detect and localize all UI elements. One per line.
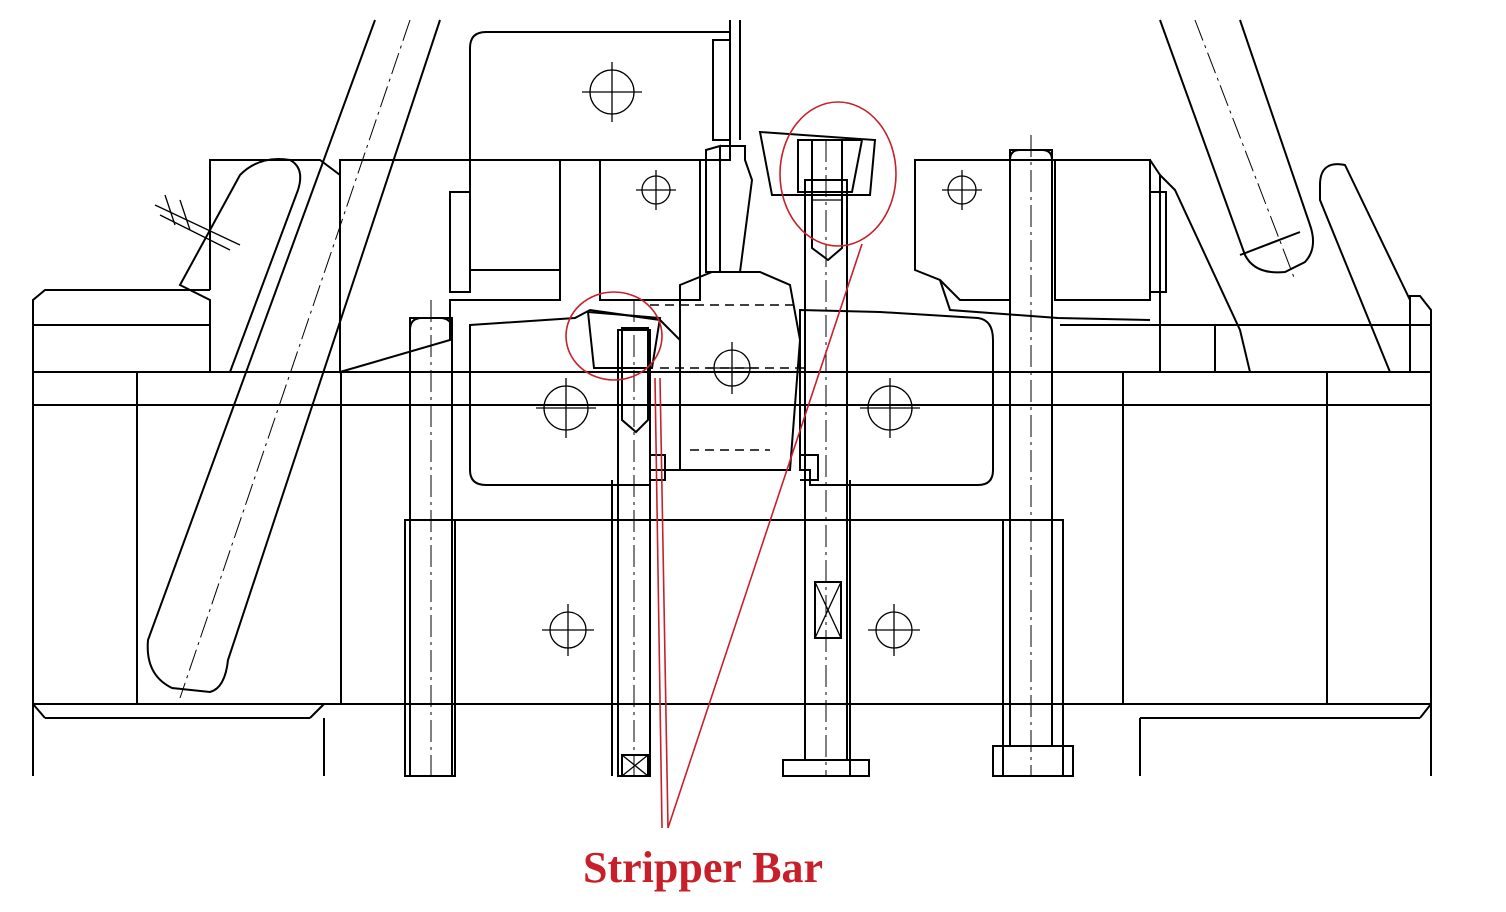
crosshair-4 [536,378,596,438]
callout-label: Stripper Bar [583,843,823,892]
crosshair-marks [536,62,982,656]
left-wedge [154,158,302,373]
crosshair-5 [706,342,758,394]
ejector-pin-left [409,300,453,777]
crosshair-6 [860,378,920,438]
callout-circle-upper [779,101,897,247]
callout-circle-lower [565,291,663,381]
callout-leader-upper [667,243,863,829]
upper-core-block [339,20,754,374]
lower-plates [32,371,1432,777]
stripper-bar-rod-right [782,140,870,777]
stripper-bar-rod-left [617,300,651,777]
left-angled-lifter [146,19,441,699]
crosshair-2 [636,170,676,210]
callout-leader-lower-a [654,377,663,829]
stripper-screw-lower [586,310,662,434]
right-angled-lifter [1159,19,1315,281]
right-upper-block [914,159,1252,373]
crosshair-1 [582,62,642,122]
crosshair-3 [942,170,982,210]
stripper-screw-upper [758,130,877,262]
crosshair-8 [868,604,920,656]
callout-leader-lower-b [659,377,669,829]
crosshair-7 [542,604,594,656]
callout-highlight: Stripper Bar [565,101,897,892]
ejector-pin-right [992,135,1074,777]
right-wedge [1319,163,1411,373]
